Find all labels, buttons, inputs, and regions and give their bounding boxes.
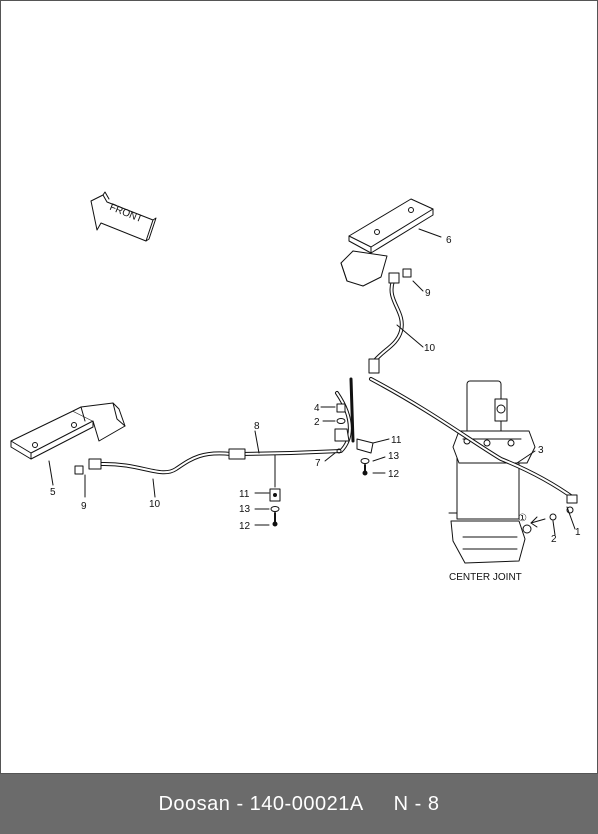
oring-2-left: [336, 418, 346, 424]
hose-10-lower: [99, 451, 233, 475]
label-2-right: 2: [551, 534, 557, 545]
clamp-11-right: [356, 438, 374, 454]
label-5: 5: [50, 487, 56, 498]
label-12-left: 12: [239, 521, 251, 532]
center-joint-label: CENTER JOINT: [449, 572, 522, 583]
page-footer: Doosan - 140-00021A N - 8: [0, 774, 598, 834]
label-9-lower: 9: [81, 501, 87, 512]
footer-page-number: N - 8: [393, 792, 440, 815]
footer-document-code: Doosan - 140-00021A: [158, 792, 364, 815]
label-6: 6: [446, 235, 452, 246]
bolt-7: [336, 448, 342, 454]
label-13-left: 13: [239, 504, 251, 515]
front-arrow-icon: [90, 191, 157, 242]
drawing-sheet: FRONT: [0, 0, 598, 774]
label-2-left: 2: [314, 417, 320, 428]
bracket-5: [10, 402, 126, 460]
washer-13-left: [270, 506, 280, 512]
label-13-right: 13: [388, 451, 400, 462]
label-12-right: 12: [388, 469, 400, 480]
label-10-upper: 10: [424, 343, 436, 354]
label-4: 4: [314, 403, 320, 414]
hose-10-upper: [371, 279, 404, 365]
label-7: 7: [315, 458, 321, 469]
fitting-9-upper: [402, 268, 412, 278]
label-10-lower: 10: [149, 499, 161, 510]
washer-13-right: [360, 458, 370, 464]
circled-marker-1: ①: [518, 513, 527, 524]
center-joint: [448, 380, 536, 564]
oring-2-right: [530, 513, 557, 528]
label-8: 8: [254, 421, 260, 432]
fitting-9-lower: [74, 465, 84, 475]
label-11-right: 11: [391, 435, 402, 446]
label-9-upper: 9: [425, 288, 431, 299]
label-11-left: 11: [239, 489, 250, 500]
label-3: 3: [538, 445, 544, 456]
label-1: 1: [575, 527, 581, 538]
hose-assembly-drawing: FRONT: [10, 191, 581, 583]
fitting-4: [336, 403, 346, 413]
bracket-6: [340, 198, 434, 287]
